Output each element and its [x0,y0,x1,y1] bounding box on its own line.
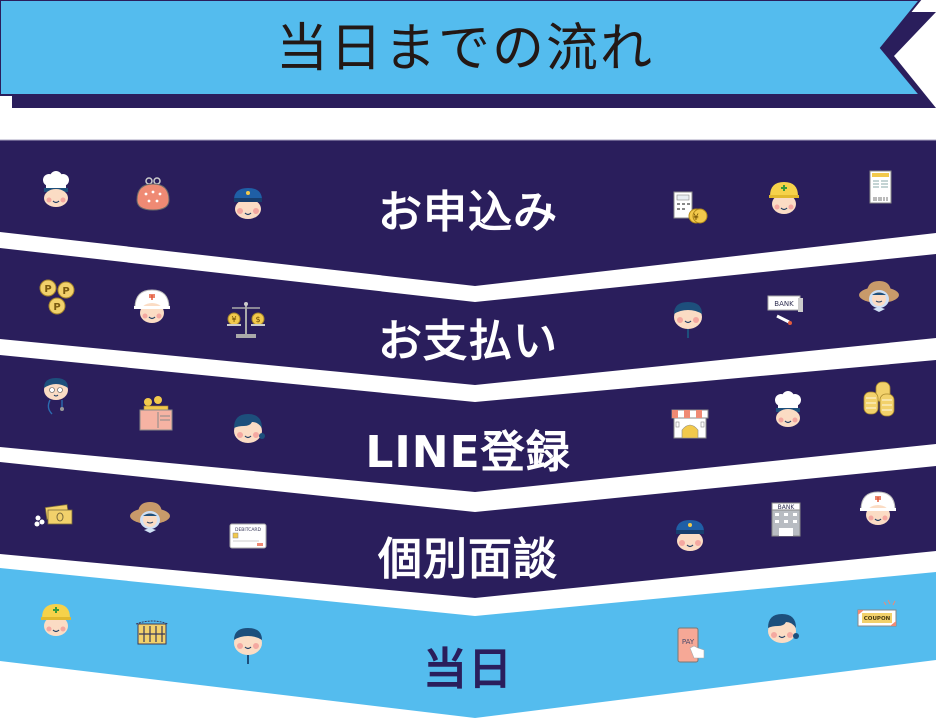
svg-text:BANK: BANK [778,504,796,511]
svg-text:P: P [53,302,60,313]
svg-text:¥: ¥ [231,315,236,324]
svg-text:$: $ [255,315,260,324]
police-officer-icon [668,512,712,556]
step-label-event-day: 当日 [423,644,513,695]
svg-text:COUPON: COUPON [864,616,891,622]
currency-scale-icon: ¥$ [224,298,268,342]
farmer-hat-icon [857,277,901,321]
svg-text:PAY: PAY [682,638,695,646]
title-ribbon [0,0,923,96]
calculator-coins-icon: ¥ [668,188,712,232]
step-label-interview: 個別面談 [378,534,558,585]
step-label-line-register: LINE登録 [365,427,571,478]
woman-icon [760,608,804,652]
woman-icon [226,408,270,452]
cash-bills-icon [32,494,76,538]
receipt-icon [858,168,902,212]
debit-card-icon: DEBITCARD [226,516,270,560]
svg-text:¥: ¥ [693,213,699,223]
step-band-2 [0,248,936,385]
step-label-payment: お支払い [378,316,558,367]
shopping-basket-icon [130,610,174,654]
chef-icon [766,390,810,434]
page-title: 当日までの流れ [275,19,654,79]
wallet-icon [134,394,178,438]
coupon-icon: COUPON [856,598,900,642]
office-worker-icon [226,622,270,666]
step-band-3 [0,355,936,492]
svg-text:P: P [44,284,51,295]
step-band-1 [0,140,936,286]
bank-book-icon: BANK [765,290,809,334]
bank-building-icon: BANK [764,500,808,544]
svg-text:BANK: BANK [774,300,794,308]
farmer-hat-icon [128,498,172,542]
postal-worker-icon [856,488,900,532]
coin-stacks-icon [858,378,902,422]
step-band-4 [0,462,936,598]
construction-worker-icon [762,176,806,220]
doctor-icon [34,374,78,418]
coin-purse-icon [131,172,175,216]
chef-icon [34,170,78,214]
police-officer-icon [226,180,270,224]
postal-worker-icon [130,286,174,330]
office-worker-icon [666,296,710,340]
pay-phone-icon: PAY [670,624,714,668]
shop-icon [668,402,712,446]
step-band-5 [0,568,936,718]
step-label-apply: お申込み [378,187,558,238]
svg-text:P: P [62,286,69,297]
svg-text:DEBITCARD: DEBITCARD [235,527,262,533]
construction-worker-icon [34,598,78,642]
